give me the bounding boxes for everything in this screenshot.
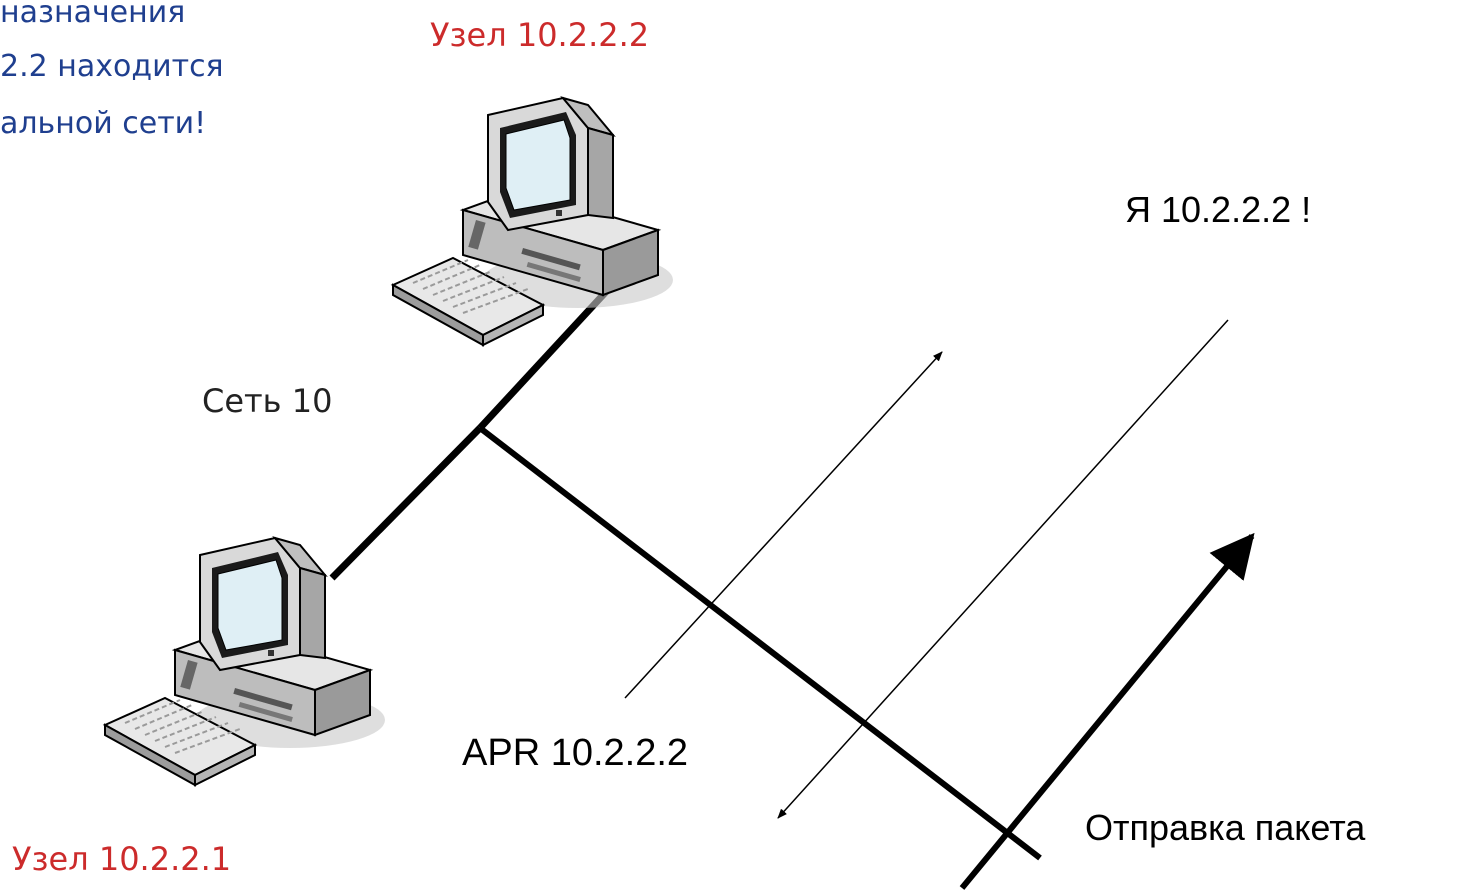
note-line-2: 2.2 находится bbox=[0, 49, 224, 84]
cable-junction-to-bottom bbox=[332, 428, 480, 578]
reply-message-label: Я 10.2.2.2 ! bbox=[1125, 189, 1311, 230]
note-line-1: назначения bbox=[0, 0, 185, 30]
request-message-label: APR 10.2.2.2 bbox=[462, 732, 688, 774]
node-bottom bbox=[105, 538, 385, 785]
computer-icon bbox=[175, 538, 385, 748]
network-label: Сеть 10 bbox=[202, 382, 332, 420]
send-message-label: Отправка пакета bbox=[1085, 807, 1366, 848]
computer-icon bbox=[463, 98, 673, 308]
note-line-3: альной сети! bbox=[0, 106, 206, 141]
node-top-label: Узел 10.2.2.2 bbox=[430, 16, 649, 54]
arp-request-arrow bbox=[625, 352, 942, 698]
cable-junction-to-right bbox=[480, 428, 1040, 858]
arp-reply-arrow bbox=[778, 320, 1228, 818]
node-bottom-label: Узел 10.2.2.1 bbox=[12, 840, 231, 878]
node-top bbox=[393, 98, 673, 345]
